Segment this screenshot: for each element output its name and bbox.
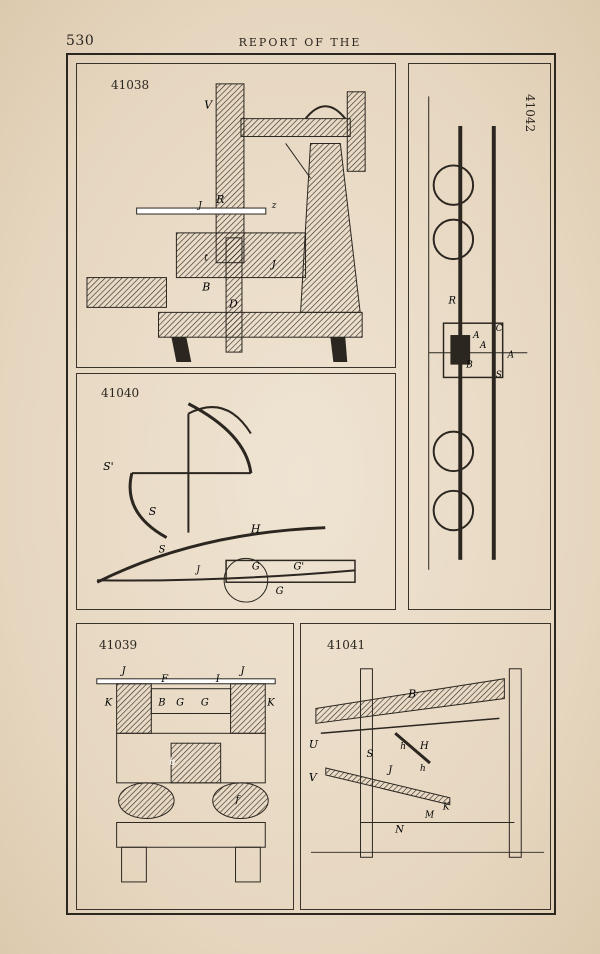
label-C: C <box>496 324 503 334</box>
label-G-2: G <box>201 698 209 709</box>
figure-41041-panel: 41041 B U h H S h V J M K N <box>300 623 551 910</box>
label-S: S <box>366 749 373 760</box>
label-R: R <box>447 295 456 306</box>
label-S-prime: S' <box>103 460 113 473</box>
label-M: M <box>424 811 435 821</box>
label-J-top: J <box>196 201 202 211</box>
label-N: N <box>394 824 404 835</box>
label-K-left: K <box>104 698 113 709</box>
label-G-lower: G <box>276 586 284 597</box>
label-t: t <box>204 254 208 264</box>
figure-41040-drawing: S' S S H J G G' G <box>96 402 356 603</box>
figure-number-41040: 41040 <box>101 386 140 400</box>
label-V: V <box>309 771 318 784</box>
page-number: 530 <box>66 33 95 49</box>
figure-41042-drawing: R A A B C S A <box>428 96 528 570</box>
label-G-1: G <box>176 698 184 709</box>
label-G: G <box>252 561 260 572</box>
label-A-2: A <box>479 341 486 351</box>
figure-41039-panel: 41039 J F I J K B G G <box>76 623 294 910</box>
label-h-upper: h <box>400 742 406 752</box>
figure-plate: 41038 V <box>66 53 556 915</box>
label-F: F <box>160 674 169 685</box>
label-K: K <box>442 803 451 813</box>
label-A-3: A <box>507 351 514 361</box>
label-U: U <box>309 738 319 751</box>
label-V: V <box>204 99 213 112</box>
figure-41040-panel: 41040 S' S S H J G G' G <box>76 373 396 610</box>
label-J-right: J <box>238 666 245 677</box>
label-R: R <box>215 193 224 206</box>
running-head: REPORT OF THE <box>238 36 362 49</box>
label-b: b <box>169 757 175 768</box>
label-B: B <box>157 698 165 709</box>
figure-number-41038: 41038 <box>111 78 150 92</box>
figure-41042-panel: 41042 R A A B C S A <box>408 63 551 610</box>
figure-number-41041: 41041 <box>327 638 366 652</box>
label-K-right: K <box>266 698 275 709</box>
figure-41041-drawing: B U h H S h V J M K N <box>309 668 545 858</box>
label-B: B <box>407 688 416 701</box>
label-B: B <box>465 361 473 371</box>
label-S: S <box>496 370 502 380</box>
label-B: B <box>201 281 210 294</box>
figure-41038-drawing: V R z J J t B D <box>86 83 366 363</box>
label-J: J <box>194 565 200 575</box>
label-I: I <box>215 674 221 685</box>
label-h-lower: h <box>420 764 426 774</box>
figure-41038-panel: 41038 V <box>76 63 396 368</box>
label-S: S <box>149 505 156 518</box>
label-D: D <box>228 297 238 310</box>
label-J: J <box>386 765 393 776</box>
label-G-prime: G' <box>294 561 305 572</box>
label-z: z <box>271 201 277 211</box>
label-f: f <box>235 795 242 806</box>
label-S-lower: S <box>159 544 166 555</box>
label-J: J <box>270 260 277 271</box>
figure-41039-drawing: J F I J K B G G K b f <box>96 666 276 883</box>
label-H: H <box>419 741 429 752</box>
label-H: H <box>250 523 261 536</box>
figure-number-41039: 41039 <box>99 638 138 652</box>
label-A-1: A <box>472 331 479 341</box>
label-J-left: J <box>120 666 127 677</box>
